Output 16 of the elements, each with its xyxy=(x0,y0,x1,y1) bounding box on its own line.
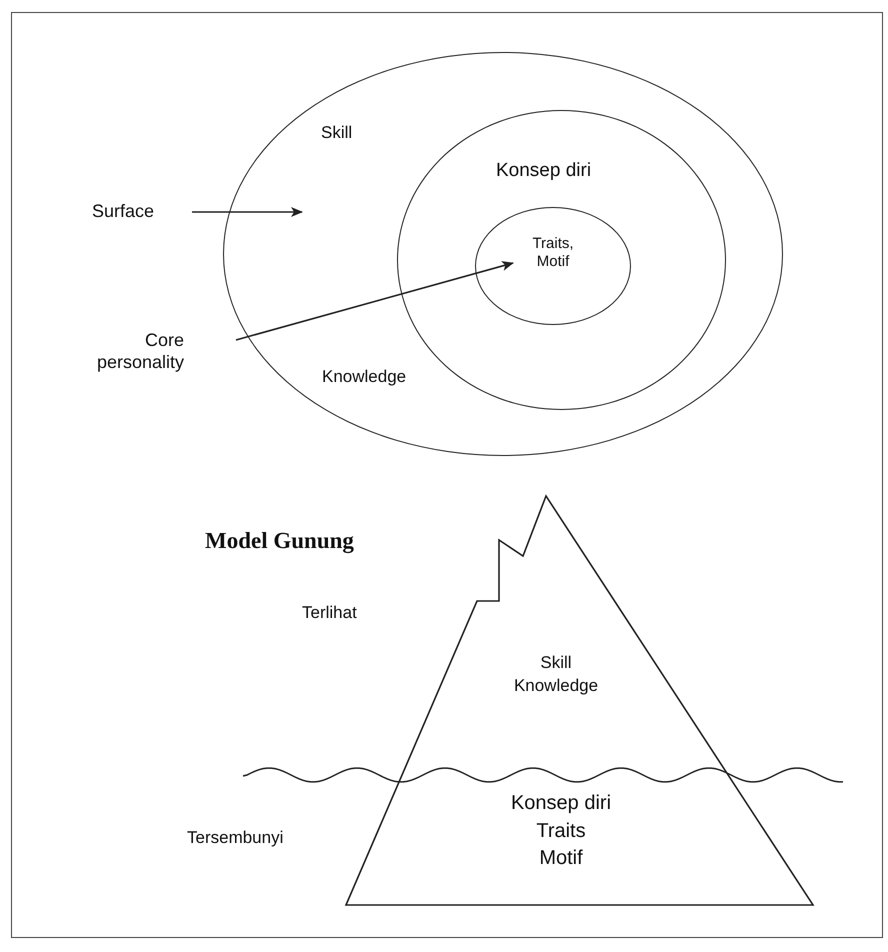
layer-label: Konsep diri xyxy=(496,160,592,183)
callout-text: Core personality xyxy=(96,330,184,374)
zone-label: Terlihat xyxy=(302,603,357,623)
layer-label: Traits, Motif xyxy=(531,235,575,271)
layer-label: Skill Knowledge xyxy=(512,652,600,697)
layer-label: Skill xyxy=(321,123,352,144)
callout-text: Surface xyxy=(92,201,154,223)
arrow xyxy=(236,261,514,341)
layer-label: Knowledge xyxy=(322,367,406,388)
ellipse-ring xyxy=(223,52,783,456)
layer-label: Konsep diri xyxy=(510,791,612,815)
diagram-title: Model Gunung xyxy=(205,528,354,554)
arrow xyxy=(192,207,303,217)
ellipse-ring xyxy=(475,207,631,325)
zone-label: Tersembunyi xyxy=(187,828,284,848)
layer-label: Traits Motif xyxy=(535,819,587,871)
